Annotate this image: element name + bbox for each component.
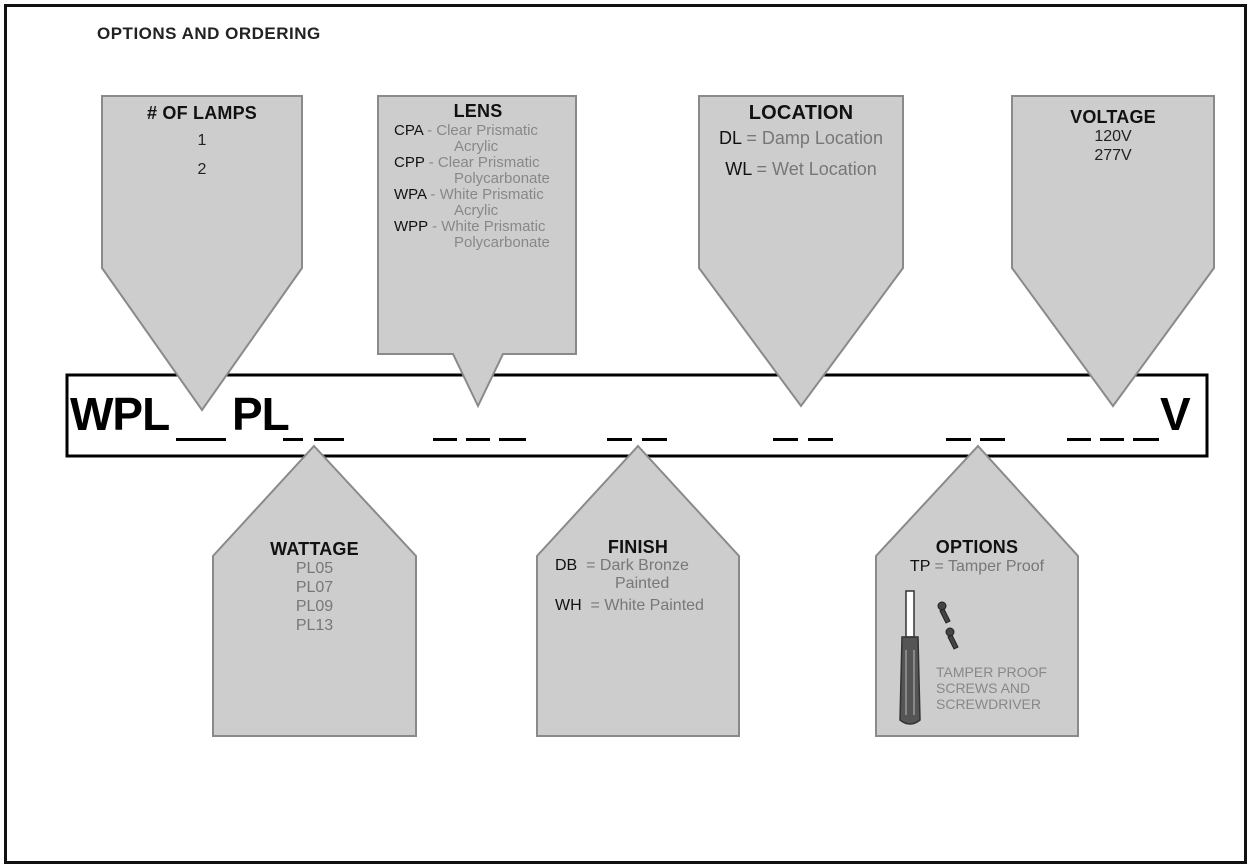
wattage-title: WATTAGE xyxy=(270,539,359,559)
voltage-blank-2 xyxy=(1100,438,1124,441)
code-prefix: WPL xyxy=(70,388,170,440)
lens-callout xyxy=(377,95,577,409)
lens-title: LENS xyxy=(453,101,503,121)
voltage-panel: VOLTAGE 120V 277V xyxy=(1012,108,1214,165)
finish-option: DB = Dark Bronze Painted xyxy=(555,557,689,592)
screwdriver-icon xyxy=(899,590,921,725)
screws-icon xyxy=(937,601,959,650)
lamps-panel: # OF LAMPS 1 2 xyxy=(102,104,302,179)
options-title: OPTIONS xyxy=(935,537,1019,557)
options-caption: TAMPER PROOF SCREWS AND SCREWDRIVER xyxy=(936,664,1047,712)
finish-option: WH = White Painted xyxy=(555,597,704,614)
code-suffix: V xyxy=(1160,388,1191,440)
lamps-option: 2 xyxy=(197,161,207,178)
voltage-blank-3 xyxy=(1133,438,1159,441)
wattage-option: PL09 xyxy=(295,598,334,615)
wattage-option: PL13 xyxy=(295,617,334,634)
lamps-callout xyxy=(101,95,303,412)
location-blank-2 xyxy=(808,438,833,441)
lamps-option: 1 xyxy=(197,132,207,149)
wattage-panel: WATTAGE PL05 PL07 PL09 PL13 xyxy=(213,540,416,635)
finish-panel: FINISH DB = Dark Bronze Painted WH = Whi… xyxy=(537,538,739,615)
finish-callout xyxy=(536,444,740,737)
lens-panel: LENS CPA - Clear Prismatic Acrylic CPP -… xyxy=(380,102,576,251)
voltage-option: 120V xyxy=(1094,128,1132,145)
voltage-option: 277V xyxy=(1094,147,1132,164)
page-title: OPTIONS AND ORDERING xyxy=(97,24,321,43)
lamps-blank xyxy=(176,438,226,441)
location-title: LOCATION xyxy=(748,102,854,124)
code-mid: PL xyxy=(232,388,290,440)
voltage-title: VOLTAGE xyxy=(1070,107,1156,127)
wattage-callout xyxy=(212,444,417,737)
lens-option: CPP - Clear Prismatic Polycarbonate xyxy=(394,154,550,187)
lens-option: WPA - White Prismatic Acrylic xyxy=(394,186,544,219)
lens-option: WPP - White Prismatic Polycarbonate xyxy=(394,218,550,251)
options-panel: OPTIONS TP = Tamper Proof xyxy=(876,538,1078,576)
location-callout xyxy=(698,95,904,408)
options-callout xyxy=(875,444,1079,737)
lens-blank-1 xyxy=(433,438,457,441)
voltage-blank-1 xyxy=(1067,438,1091,441)
wattage-blank-1 xyxy=(283,438,303,441)
lens-blank-2 xyxy=(466,438,490,441)
finish-title: FINISH xyxy=(607,537,669,557)
location-option: DL = Damp Location xyxy=(719,128,883,148)
wattage-option: PL07 xyxy=(295,579,334,596)
options-blank-1 xyxy=(946,438,971,441)
lens-option: CPA - Clear Prismatic Acrylic xyxy=(394,122,538,155)
location-option: WL = Wet Location xyxy=(725,159,877,179)
options-blank-2 xyxy=(980,438,1005,441)
lens-blank-3 xyxy=(499,438,526,441)
finish-blank-2 xyxy=(642,438,667,441)
location-blank-1 xyxy=(773,438,798,441)
voltage-callout xyxy=(1011,95,1215,408)
finish-blank-1 xyxy=(607,438,632,441)
location-panel: LOCATION DL = Damp Location WL = Wet Loc… xyxy=(699,102,903,179)
options-option: TP = Tamper Proof xyxy=(909,558,1045,575)
lamps-title: # OF LAMPS xyxy=(146,103,257,123)
wattage-blank-2 xyxy=(314,438,344,441)
wattage-option: PL05 xyxy=(295,560,334,577)
